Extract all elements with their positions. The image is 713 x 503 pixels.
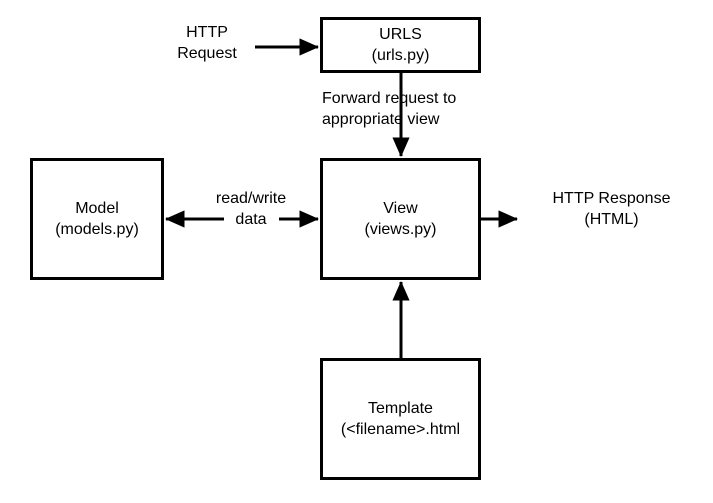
node-model-line1: Model: [75, 200, 119, 217]
label-http-response: HTTP Response (HTML): [524, 188, 699, 230]
label-read-write-data-line1: read/write: [215, 190, 287, 207]
node-template-line1: Template: [368, 400, 433, 417]
node-urls-line2: (urls.py): [371, 47, 430, 64]
label-http-response-line1: HTTP Response: [552, 190, 671, 207]
label-http-request-line2: Request: [177, 45, 237, 62]
node-model[interactable]: Model (models.py): [30, 158, 164, 280]
node-urls-line1: URLS: [379, 26, 422, 43]
label-forward-request: Forward request to appropriate view: [322, 88, 492, 130]
label-read-write-data: read/write data: [196, 188, 306, 230]
node-view[interactable]: View (views.py): [320, 158, 481, 280]
label-http-response-line2: (HTML): [584, 211, 639, 228]
node-urls[interactable]: URLS (urls.py): [320, 17, 481, 73]
node-template-line2: (<filename>.html: [340, 421, 461, 438]
label-forward-request-line2: appropriate view: [322, 111, 440, 128]
node-model-line2: (models.py): [55, 221, 139, 238]
node-view-line1: View: [383, 200, 418, 217]
label-http-request-line1: HTTP: [186, 24, 228, 41]
label-forward-request-line1: Forward request to: [322, 90, 457, 107]
label-http-request: HTTP Request: [142, 22, 272, 64]
node-view-line2: (views.py): [364, 221, 437, 238]
label-read-write-data-line2: data: [235, 211, 267, 228]
node-template[interactable]: Template (<filename>.html: [320, 358, 481, 480]
